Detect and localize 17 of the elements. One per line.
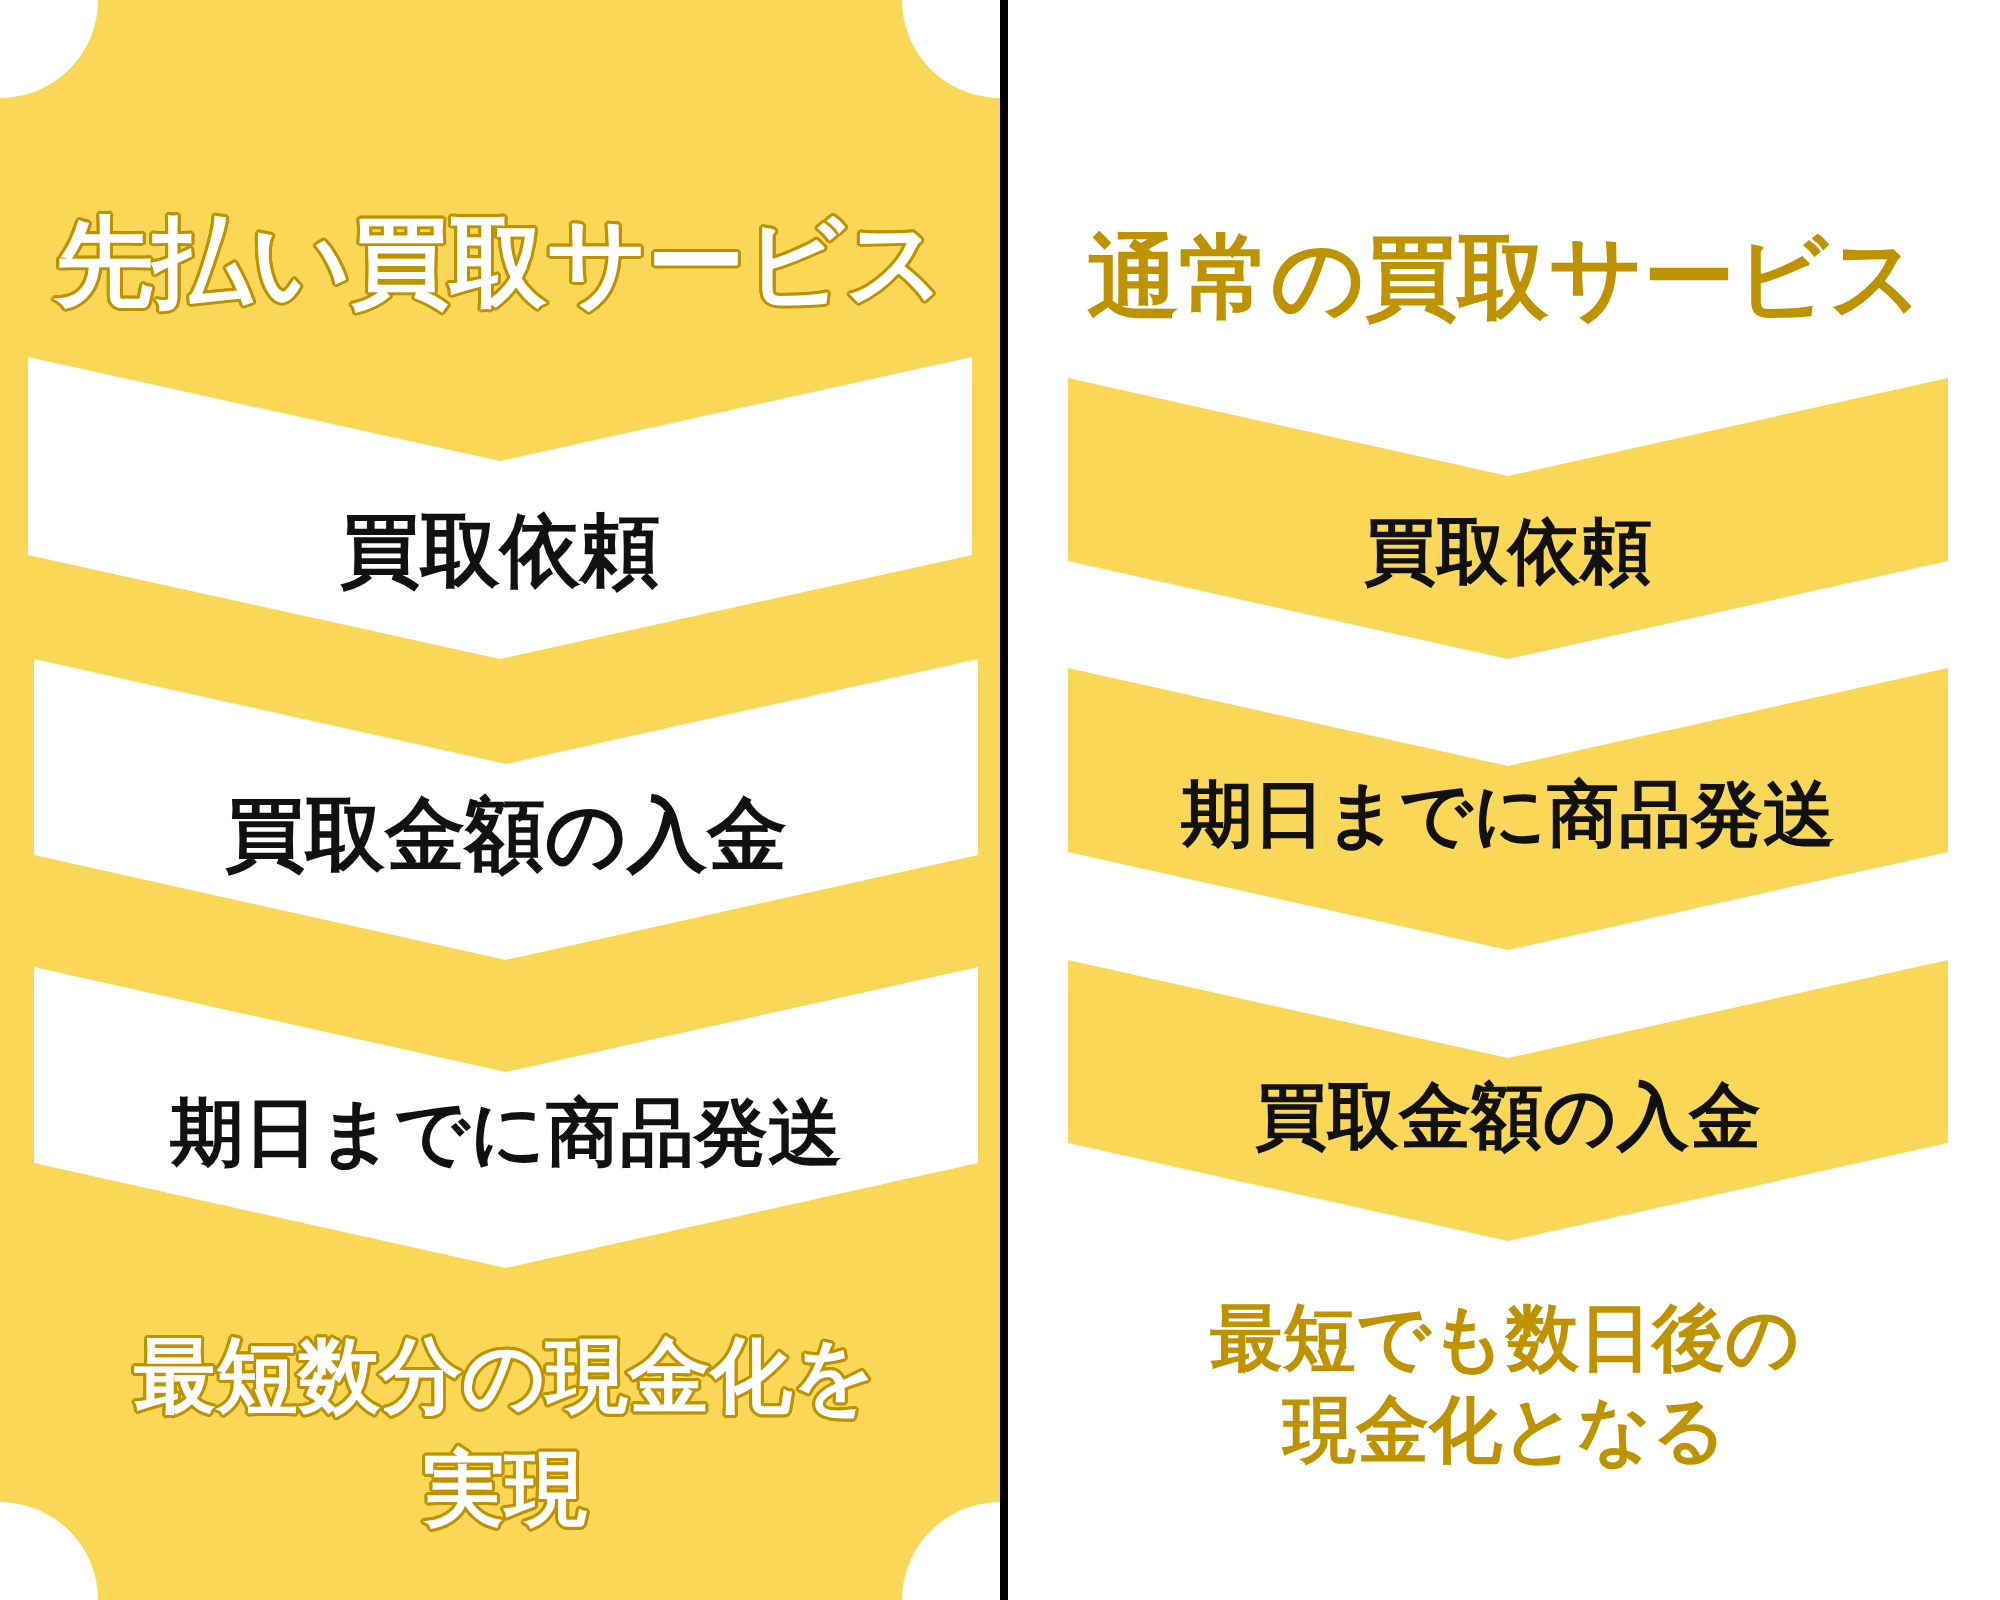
panel-title: 先払い買取サービス bbox=[55, 205, 945, 319]
chevron-step bbox=[1068, 960, 1948, 1241]
step-label: 買取金額の入金 bbox=[225, 789, 787, 881]
step-label: 期日までに商品発送 bbox=[1181, 772, 1835, 856]
summary-text: 最短数分の現金化を実現 bbox=[133, 1326, 877, 1538]
chevron-step bbox=[34, 967, 978, 1268]
step-label: 期日までに商品発送 bbox=[170, 1090, 842, 1176]
step-label: 買取依頼 bbox=[340, 505, 660, 597]
chevron-step bbox=[1068, 378, 1948, 659]
chevron-step bbox=[28, 357, 972, 659]
step-label: 買取依頼 bbox=[1364, 509, 1652, 593]
chevron-step bbox=[1068, 668, 1948, 950]
ticket-panel bbox=[0, 0, 1000, 1600]
summary-text: 最短でも数日後の現金化となる bbox=[1209, 1294, 1801, 1474]
chevron-step bbox=[34, 659, 978, 960]
step-label: 買取金額の入金 bbox=[1255, 1074, 1761, 1158]
section-title: 通常の買取サービス bbox=[1087, 225, 1923, 331]
